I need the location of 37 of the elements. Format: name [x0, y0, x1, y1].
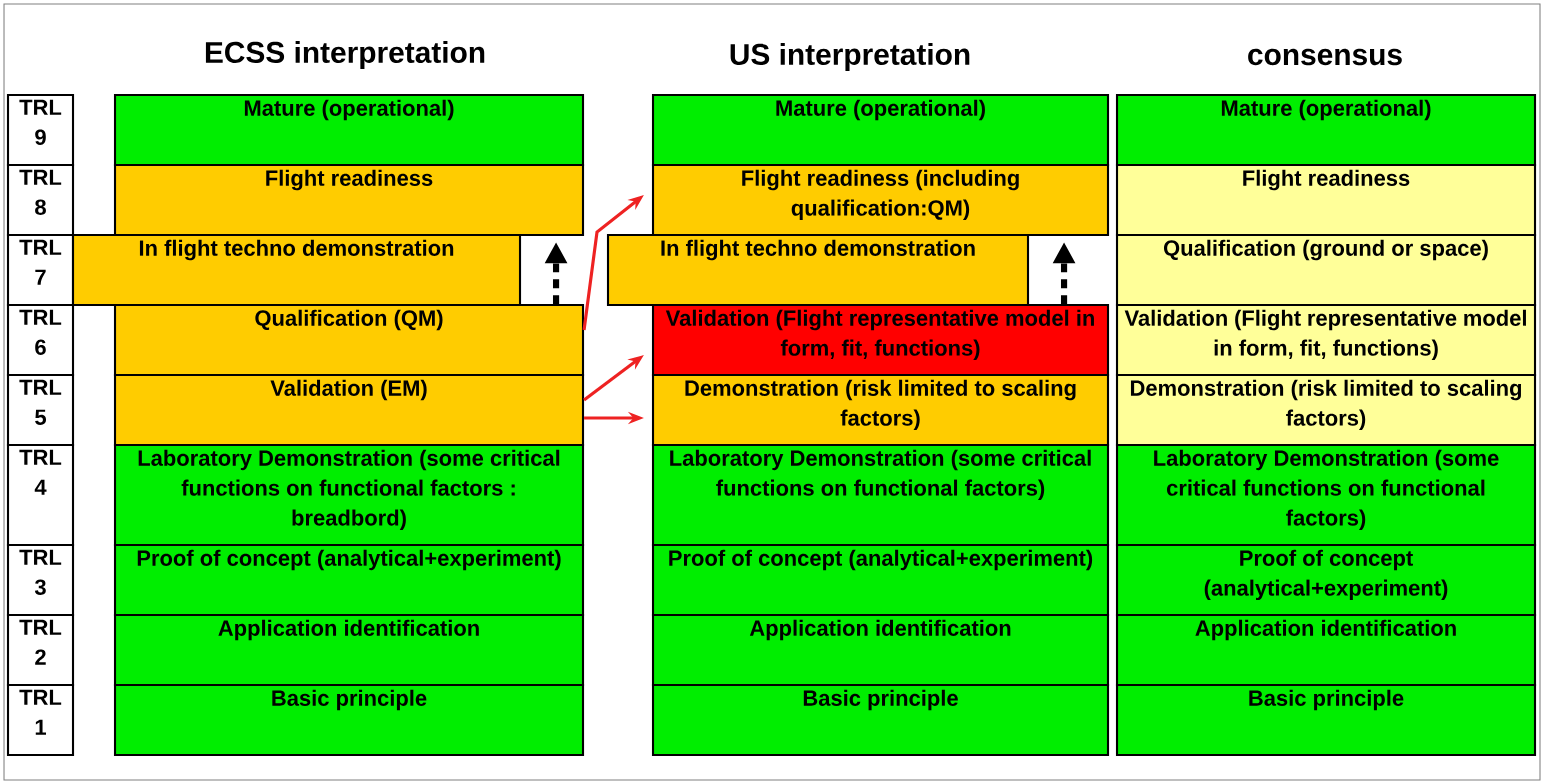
level-box: Proof of concept (analytical+experiment)	[651, 543, 1110, 617]
level-box: Application identification	[651, 613, 1110, 687]
level-box: Demonstration (risk limited to scaling factors)	[651, 373, 1110, 447]
level-box: Qualification (QM)	[113, 303, 585, 377]
level-box: Flight readiness (including qualification:QM)	[651, 163, 1110, 237]
trl-label-box: TRL 5	[6, 373, 75, 447]
trl-label-box: TRL 1	[6, 683, 75, 757]
level-box: Laboratory Demonstration (some critical functions on functional factors)	[1115, 443, 1537, 547]
level-box: Validation (Flight representative model in form, fit, functions)	[1115, 303, 1537, 377]
level-box: Flight readiness	[1115, 163, 1537, 237]
level-box: Basic principle	[651, 683, 1110, 757]
level-box: Validation (EM)	[113, 373, 585, 447]
level-box: Mature (operational)	[651, 93, 1110, 167]
level-box: Mature (operational)	[113, 93, 585, 167]
level-box: Application identification	[1115, 613, 1537, 687]
level-box: Application identification	[113, 613, 585, 687]
level-box: Basic principle	[1115, 683, 1537, 757]
level-box: Proof of concept (analytical+experiment)	[1115, 543, 1537, 617]
trl-label-box: TRL 4	[6, 443, 75, 547]
level-box: Proof of concept (analytical+experiment)	[113, 543, 585, 617]
trl-label-box: TRL 3	[6, 543, 75, 617]
trl-label-box: TRL 9	[6, 93, 75, 167]
trl-label-box: TRL 2	[6, 613, 75, 687]
trl-label-box: TRL 7	[6, 233, 75, 307]
level-box: In flight techno demonstration	[71, 233, 522, 307]
level-box: Validation (Flight representative model in form, fit, functions)	[651, 303, 1110, 377]
level-box: Laboratory Demonstration (some critical functions on functional factors : breadbord)	[113, 443, 585, 547]
level-box: Demonstration (risk limited to scaling factors)	[1115, 373, 1537, 447]
level-box: Flight readiness	[113, 163, 585, 237]
level-box: Mature (operational)	[1115, 93, 1537, 167]
level-box: Laboratory Demonstration (some critical functions on functional factors)	[651, 443, 1110, 547]
level-box: In flight techno demonstration	[606, 233, 1030, 307]
trl-label-box: TRL 8	[6, 163, 75, 237]
level-box: Qualification (ground or space)	[1115, 233, 1537, 307]
column-heading: consensus	[1248, 48, 1402, 66]
level-box: Basic principle	[113, 683, 585, 757]
trl-label-box: TRL 6	[6, 303, 75, 377]
